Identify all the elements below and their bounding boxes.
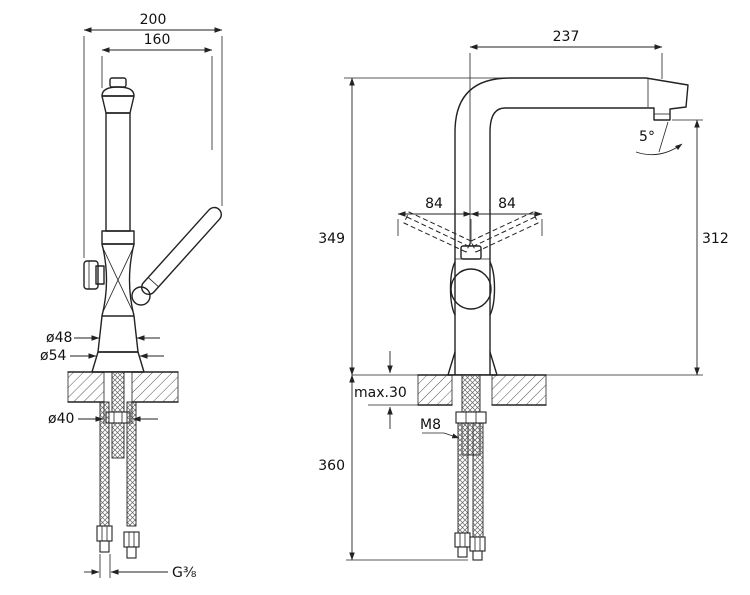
spout-taper-front <box>101 95 135 114</box>
hose-nipple-right <box>126 546 137 559</box>
hose-left-front <box>99 401 110 527</box>
dim-upper-width-label: 160 <box>144 32 171 48</box>
dim-height-to-outlet-label: 312 <box>702 231 729 247</box>
hose-right-side <box>472 422 484 538</box>
left-knob <box>83 260 99 290</box>
dim-hole-diameter-label: ø40 <box>48 411 74 427</box>
left-knob-stem <box>95 265 105 285</box>
mounting-nut-side <box>455 411 487 424</box>
dim-height-to-top-label: 349 <box>318 231 345 247</box>
hose-left-side <box>457 422 469 534</box>
dim-upper-width: 160 <box>101 32 213 150</box>
spout-tube-front <box>105 112 131 232</box>
ball-joint-side <box>450 268 492 310</box>
lever-base-side <box>460 245 482 260</box>
lever-front <box>140 206 222 296</box>
countertop-side <box>417 374 547 406</box>
hose-nipple-left-side <box>457 546 468 558</box>
collar-front <box>101 230 135 245</box>
dim-handle-spans: 84 84 <box>397 196 543 244</box>
body-front <box>97 315 139 353</box>
dim-hose-length-label: 360 <box>318 458 345 474</box>
dim-spout-reach: 237 <box>469 29 663 246</box>
dim-deck-thickness: max.30 <box>352 351 418 429</box>
side-view: 237 84 <box>318 29 729 561</box>
dim-body-diameter-label: ø48 <box>46 330 72 346</box>
hose-nut-right <box>123 531 140 548</box>
dim-hose-thread: G⅜ <box>84 554 197 581</box>
spout-profile-side <box>454 77 689 376</box>
lever-hub-front <box>131 286 151 306</box>
dim-spout-reach-label: 237 <box>553 29 580 45</box>
dim-base-diameter-label: ø54 <box>40 348 66 364</box>
dim-handle-right-label: 84 <box>498 196 516 212</box>
dim-mounting-thread: M8 <box>420 417 460 439</box>
hose-nut-right-side <box>469 536 486 552</box>
dim-body-diameter: ø48 <box>46 330 160 346</box>
base-front <box>91 351 145 373</box>
front-view: 200 160 <box>40 12 223 581</box>
spout-head-front <box>101 86 135 97</box>
dim-height-to-top: 349 <box>318 77 505 376</box>
dim-base-diameter: ø54 <box>40 348 164 364</box>
mounting-side <box>454 374 487 561</box>
dim-hose-thread-label: G⅜ <box>172 565 197 581</box>
mounting-front <box>96 371 140 559</box>
hose-nut-left <box>96 525 113 542</box>
faucet-side <box>403 77 689 376</box>
dim-overall-width-label: 200 <box>140 12 167 28</box>
faucet-front <box>83 77 222 373</box>
aerator-cap-front <box>109 77 127 88</box>
dim-spout-angle: 5° <box>635 121 683 156</box>
dim-deck-thickness-label: max.30 <box>354 385 407 401</box>
dim-height-to-outlet: 312 <box>546 119 729 376</box>
dim-spout-angle-label: 5° <box>639 129 655 145</box>
mounting-nut-front <box>105 411 131 424</box>
dim-hose-length: 360 <box>318 374 468 561</box>
hose-nut-left-side <box>454 532 471 548</box>
hose-right-front <box>126 401 137 527</box>
dim-mounting-thread-label: M8 <box>420 417 441 433</box>
dim-overall-width: 200 <box>83 12 223 258</box>
hose-nipple-left <box>99 540 110 553</box>
dim-handle-left-label: 84 <box>425 196 443 212</box>
hose-nipple-right-side <box>472 550 483 561</box>
dim-hole-diameter: ø40 <box>48 402 158 427</box>
